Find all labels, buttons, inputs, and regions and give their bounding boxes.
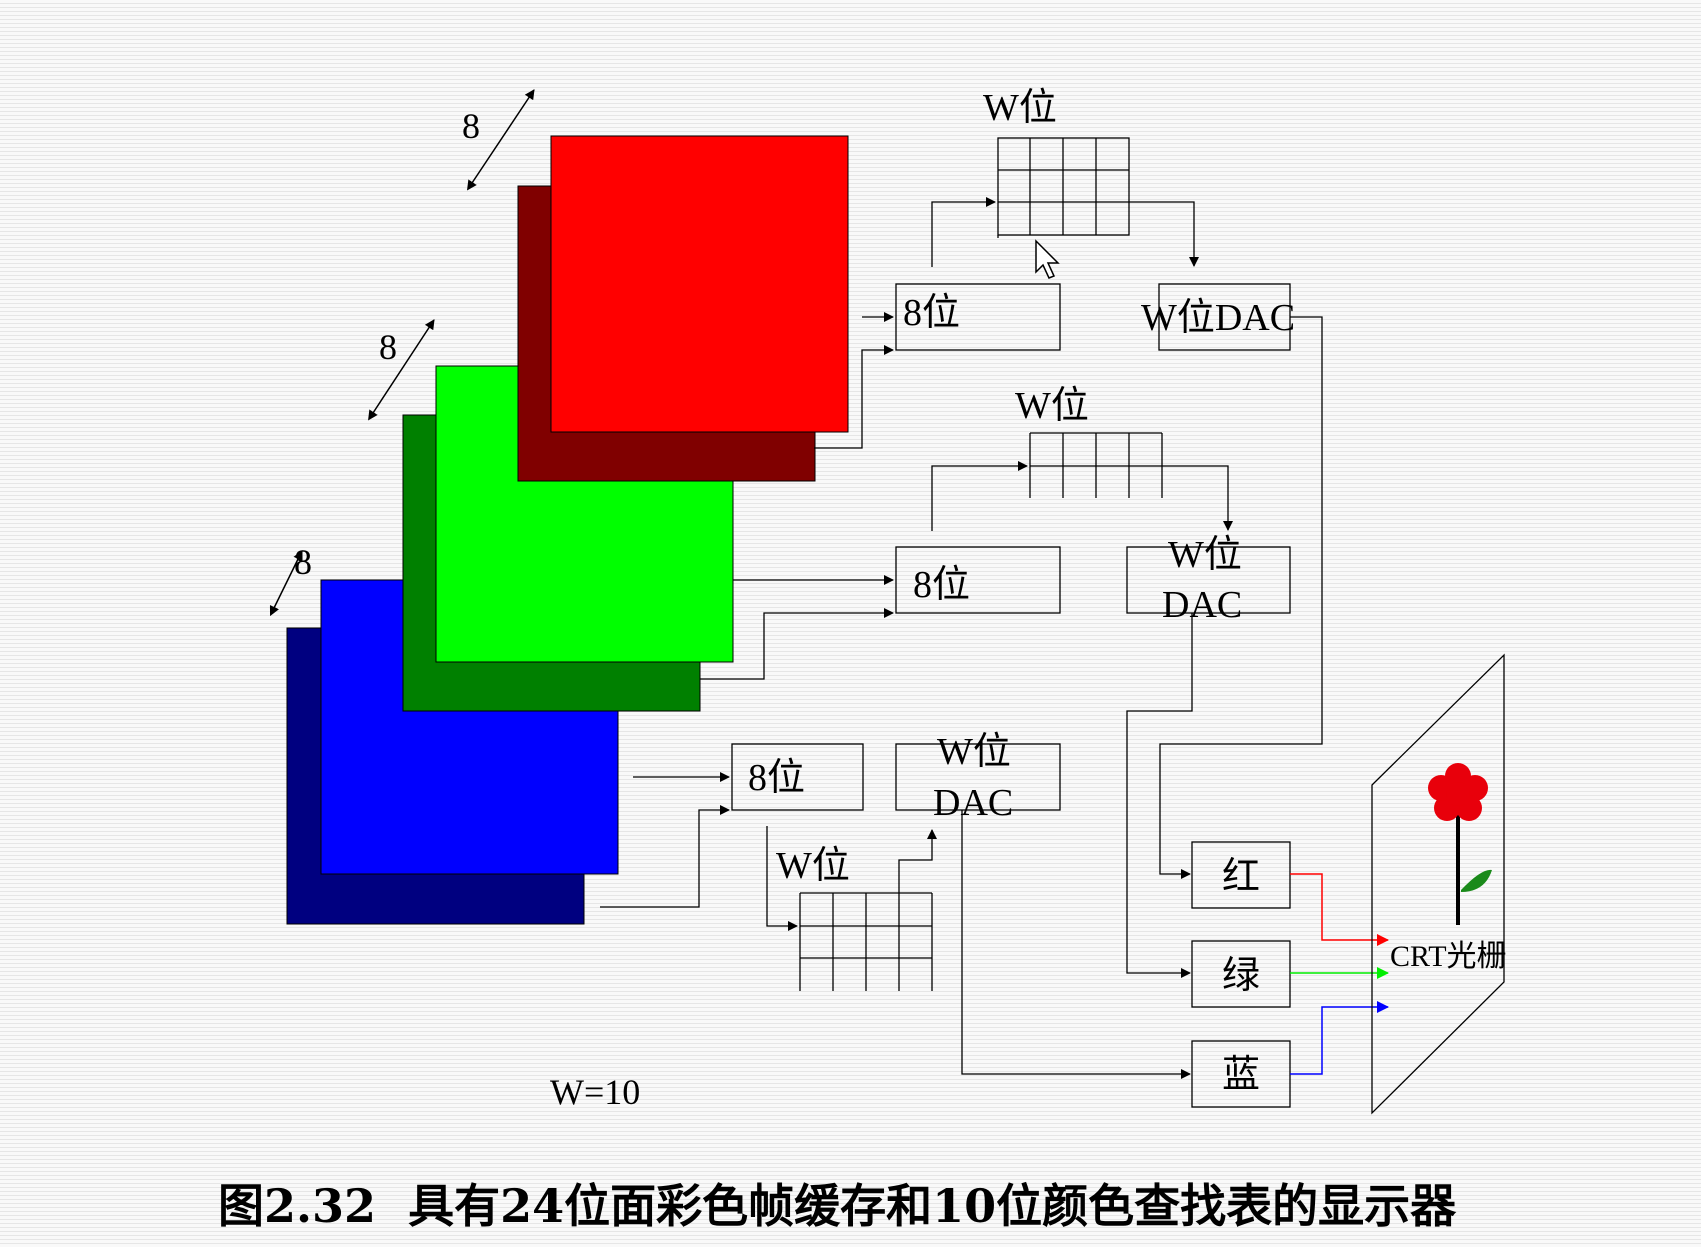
w-value-note: W=10 (550, 1072, 640, 1112)
red-signal-line (1290, 873, 1389, 946)
green-index-register (895, 546, 1061, 614)
mouse-cursor-icon (1035, 239, 1060, 279)
blue-lut-label: W位 (776, 845, 850, 887)
blue-pipeline: 8位 W位 DAC W位 (600, 731, 1191, 1079)
green-dac-box (1126, 546, 1291, 614)
red-index-register-label: 8位 (903, 292, 960, 334)
green-channel-box (1191, 940, 1291, 1008)
red-lookup-table (997, 137, 1130, 238)
green-depth-label: 8 (379, 327, 397, 367)
channel-boxes: 红 绿 蓝 (1191, 841, 1291, 1108)
green-channel-label: 绿 (1222, 955, 1260, 997)
blue-dac-box (895, 743, 1061, 811)
blue-index-register-label: 8位 (748, 757, 805, 799)
red-pipeline: W位 8位 W位DAC (814, 87, 1323, 879)
blue-dac-label-line1: W位 (937, 731, 1011, 773)
green-dac-label-line1: W位 (1168, 534, 1242, 576)
red-index-register (895, 283, 1061, 351)
flower-icon (1428, 763, 1492, 925)
green-index-register-label: 8位 (913, 564, 970, 606)
blue-index-register (731, 743, 864, 811)
blue-lookup-table (799, 892, 933, 991)
red-channel-box (1191, 841, 1291, 909)
blue-depth-label: 8 (294, 542, 312, 582)
red-dac-label: W位DAC (1141, 297, 1295, 339)
red-lut-label: W位 (983, 87, 1057, 129)
green-dac-label-line2: DAC (1162, 584, 1242, 626)
blue-signal-line (1290, 1001, 1389, 1075)
crt-label: CRT光栅 (1390, 940, 1507, 973)
green-pipeline: W位 8位 W位 DAC (700, 385, 1291, 978)
red-plane-front (550, 135, 849, 433)
figure-caption: 图2.32 具有24位面彩色帧缓存和10位颜色查找表的显示器 (218, 1179, 1457, 1233)
blue-channel-label: 蓝 (1222, 1054, 1260, 1096)
blue-dac-label-line2: DAC (933, 782, 1013, 824)
crt-raster: CRT光栅 (1371, 653, 1507, 1115)
red-depth-label: 8 (462, 106, 480, 146)
green-depth-arrow (368, 319, 435, 421)
blue-depth-arrow (269, 550, 303, 617)
red-channel-label: 红 (1222, 856, 1260, 898)
crt-screen (1371, 653, 1505, 1115)
red-depth-arrow (467, 89, 535, 191)
green-lut-label: W位 (1015, 385, 1089, 427)
red-bit-planes (517, 135, 849, 482)
green-lookup-table (1029, 432, 1163, 498)
